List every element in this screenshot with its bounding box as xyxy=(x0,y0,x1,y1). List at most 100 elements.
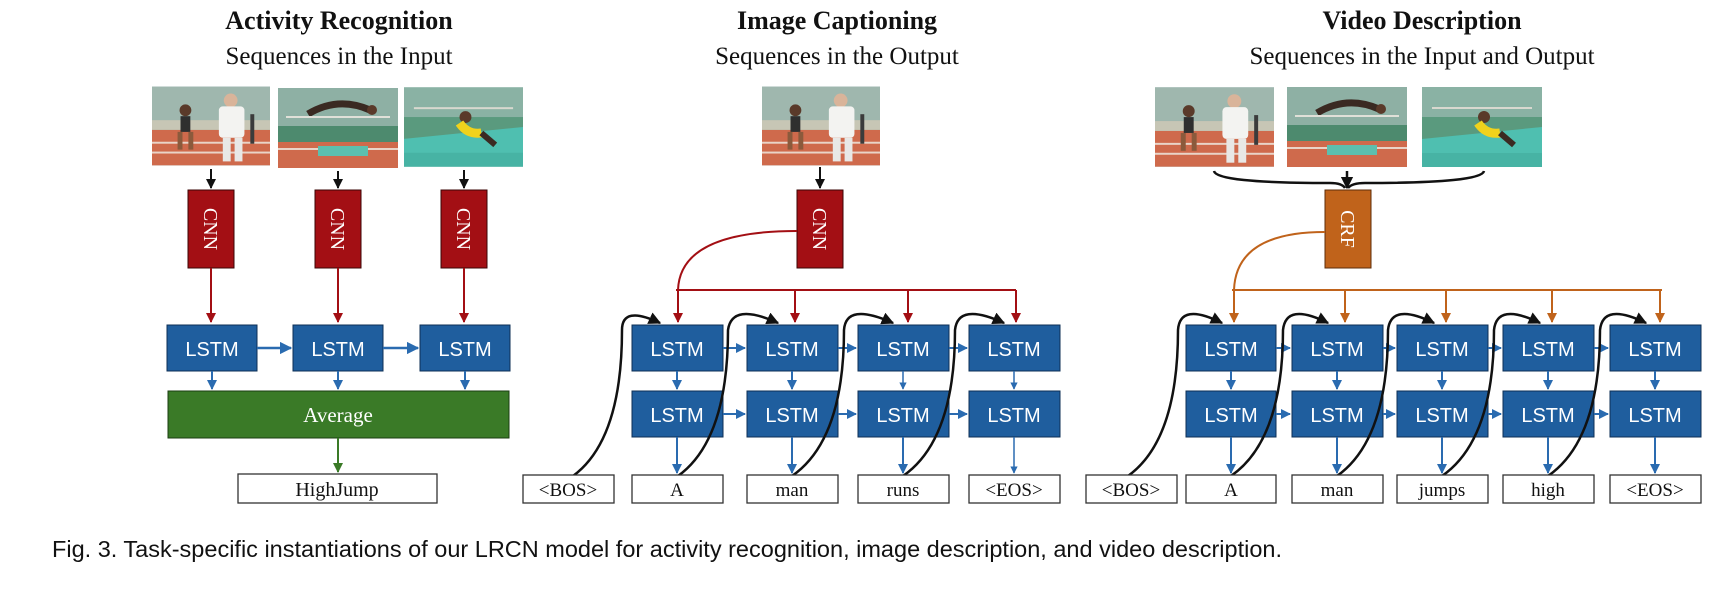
svg-text:<BOS>: <BOS> xyxy=(539,480,597,501)
svg-text:CNN: CNN xyxy=(808,208,830,250)
token-feedback-curve xyxy=(677,312,780,478)
lstm-block: LSTM xyxy=(746,390,839,438)
lstm-block: LSTM xyxy=(1291,390,1384,438)
token-box: man xyxy=(746,474,839,504)
lstm-block: LSTM xyxy=(1185,324,1277,372)
svg-text:high: high xyxy=(1531,480,1565,501)
svg-text:LSTM: LSTM xyxy=(1415,405,1468,427)
video-frame-athlete-landing-icon xyxy=(404,87,523,166)
svg-text:LSTM: LSTM xyxy=(1204,405,1257,427)
svg-text:runs: runs xyxy=(887,480,920,501)
cnn-block: CNN xyxy=(796,189,844,269)
token-box: man xyxy=(1291,474,1384,504)
svg-text:LSTM: LSTM xyxy=(876,339,929,361)
panel-video-description: Video Description Sequences in the Input… xyxy=(1085,6,1702,504)
lstm-block: LSTM xyxy=(631,324,724,372)
svg-text:LSTM: LSTM xyxy=(1310,405,1363,427)
svg-text:LSTM: LSTM xyxy=(987,339,1040,361)
token-feedback-curve xyxy=(791,312,895,478)
svg-text:man: man xyxy=(776,480,809,501)
lstm-block: LSTM xyxy=(1291,324,1384,372)
lstm-block: LSTM xyxy=(419,324,511,372)
svg-text:LSTM: LSTM xyxy=(311,339,364,361)
captioning-title: Image Captioning xyxy=(737,6,937,35)
token-box: <BOS> xyxy=(1085,474,1178,504)
svg-text:A: A xyxy=(1224,480,1238,501)
lstm-block: LSTM xyxy=(857,324,950,372)
video-frame-athlete-jumping-icon xyxy=(1287,87,1407,167)
frame-merge-line xyxy=(1347,170,1486,189)
svg-text:<EOS>: <EOS> xyxy=(1626,480,1683,501)
svg-text:LSTM: LSTM xyxy=(438,339,491,361)
lstm-block: LSTM xyxy=(968,390,1061,438)
svg-text:LSTM: LSTM xyxy=(1628,405,1681,427)
lstm-block: LSTM xyxy=(1396,390,1489,438)
token-box: <EOS> xyxy=(1609,474,1702,504)
lstm-block: LSTM xyxy=(166,324,258,372)
video-frame-athlete-standing-icon xyxy=(762,86,880,166)
svg-text:CNN: CNN xyxy=(452,208,474,250)
activity-subtitle: Sequences in the Input xyxy=(225,43,452,70)
token-feedback-curve xyxy=(572,312,662,478)
svg-text:A: A xyxy=(670,480,684,501)
token-feedback-curve xyxy=(902,312,1006,478)
crf-broadcast-line xyxy=(1233,231,1326,291)
cnn-block: CNN xyxy=(187,189,235,269)
svg-text:LSTM: LSTM xyxy=(765,405,818,427)
svg-text:LSTM: LSTM xyxy=(1415,339,1468,361)
token-box: A xyxy=(631,474,724,504)
svg-text:<BOS>: <BOS> xyxy=(1102,480,1160,501)
lstm-block: LSTM xyxy=(1396,324,1489,372)
svg-text:<EOS>: <EOS> xyxy=(985,480,1042,501)
panel-image-captioning: Image Captioning Sequences in the Output… xyxy=(522,6,1061,504)
lstm-block: LSTM xyxy=(968,324,1061,372)
frame-merge-line xyxy=(1212,170,1347,189)
token-box: high xyxy=(1502,474,1595,504)
video-frame-athlete-standing-icon xyxy=(1155,87,1274,167)
svg-text:LSTM: LSTM xyxy=(1204,339,1257,361)
panel-activity-recognition: Activity Recognition Sequences in the In… xyxy=(152,6,523,504)
svg-text:LSTM: LSTM xyxy=(987,405,1040,427)
svg-text:CNN: CNN xyxy=(199,208,221,250)
crf-block: CRF xyxy=(1324,189,1372,269)
lstm-block: LSTM xyxy=(857,390,950,438)
video-title: Video Description xyxy=(1322,6,1522,35)
svg-text:LSTM: LSTM xyxy=(650,339,703,361)
lstm-block: LSTM xyxy=(746,324,839,372)
video-frame-athlete-jumping-icon xyxy=(278,88,398,168)
svg-text:LSTM: LSTM xyxy=(185,339,238,361)
token-feedback-curve xyxy=(1441,312,1542,478)
video-subtitle: Sequences in the Input and Output xyxy=(1249,43,1594,70)
token-box: jumps xyxy=(1396,474,1489,504)
token-box: <EOS> xyxy=(968,474,1061,504)
average-block: Average xyxy=(167,390,510,439)
cnn-block: CNN xyxy=(440,189,488,269)
token-feedback-curve xyxy=(1127,312,1224,478)
token-feedback-curve xyxy=(1547,312,1648,478)
svg-text:man: man xyxy=(1321,480,1354,501)
captioning-subtitle: Sequences in the Output xyxy=(715,43,959,70)
svg-text:LSTM: LSTM xyxy=(1628,339,1681,361)
video-frame-athlete-standing-icon xyxy=(152,86,270,166)
lstm-block: LSTM xyxy=(1502,390,1595,438)
token-feedback-curve xyxy=(1336,312,1436,478)
token-box: runs xyxy=(857,474,950,504)
svg-text:Average: Average xyxy=(303,403,373,427)
lstm-block: LSTM xyxy=(1609,390,1702,438)
svg-text:LSTM: LSTM xyxy=(1310,339,1363,361)
video-frame-athlete-landing-icon xyxy=(1422,87,1542,167)
token-box: <BOS> xyxy=(522,474,615,504)
lstm-block: LSTM xyxy=(292,324,384,372)
svg-text:jumps: jumps xyxy=(1418,480,1465,501)
token-box: A xyxy=(1185,474,1277,504)
cnn-broadcast-line xyxy=(677,230,798,291)
token-feedback-curve xyxy=(1230,312,1330,478)
lstm-block: LSTM xyxy=(631,390,724,438)
svg-text:LSTM: LSTM xyxy=(876,405,929,427)
svg-text:LSTM: LSTM xyxy=(765,339,818,361)
svg-text:CNN: CNN xyxy=(326,208,348,250)
cnn-block: CNN xyxy=(314,189,362,269)
svg-text:HighJump: HighJump xyxy=(295,479,378,501)
figure-caption: Fig. 3. Task-specific instantiations of … xyxy=(52,536,1282,562)
